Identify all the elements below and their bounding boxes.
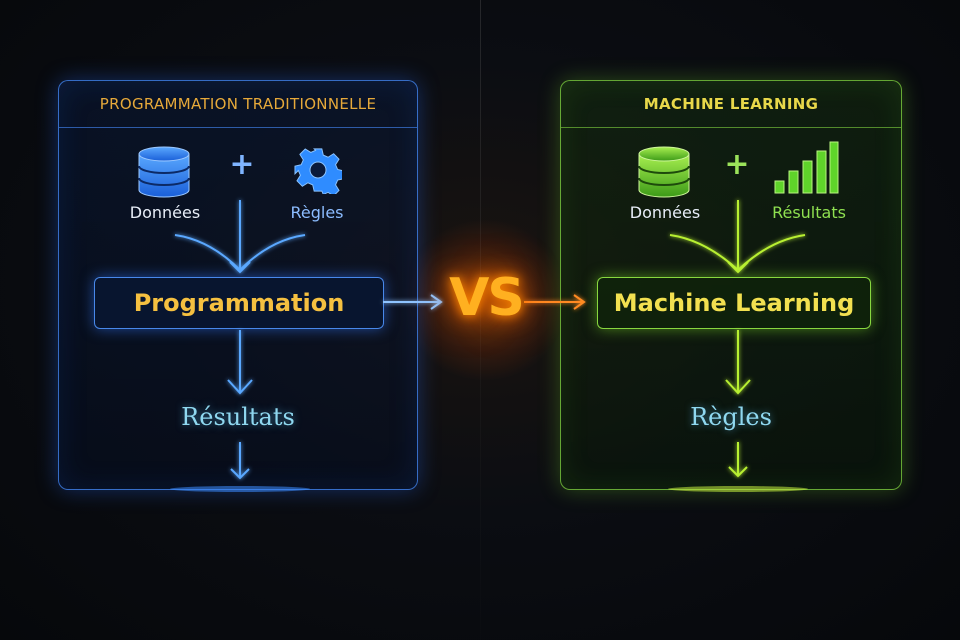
plus-sign: + — [229, 147, 255, 182]
output-label: Règles — [690, 403, 772, 431]
input-label-rules: Règles — [290, 203, 344, 222]
arrowhead — [725, 379, 751, 395]
input-label-results: Résultats — [772, 203, 846, 222]
input-label-data: Données — [629, 203, 701, 222]
vs-label: VS — [449, 268, 525, 328]
vs-glow — [400, 220, 570, 380]
process-box: Machine Learning — [597, 277, 871, 329]
panel-base-glow — [668, 486, 808, 492]
arrowhead — [230, 468, 250, 480]
process-box: Programmation — [94, 277, 384, 329]
merge-curve-right — [737, 234, 806, 271]
center-divider — [480, 0, 481, 640]
output-label: Résultats — [181, 403, 295, 431]
panel-title: PROGRAMMATION TRADITIONNELLE — [59, 81, 417, 128]
database-icon — [636, 144, 692, 204]
arrowhead — [573, 294, 586, 310]
arrowhead — [430, 294, 443, 310]
bar-chart-icon — [773, 141, 839, 199]
merge-curve-right — [239, 234, 306, 271]
panel-title: MACHINE LEARNING — [561, 81, 901, 128]
arrowhead — [727, 261, 749, 274]
input-label-data: Données — [129, 203, 201, 222]
traditional-programming-panel: PROGRAMMATION TRADITIONNELLE + Données R… — [58, 80, 418, 490]
arrowhead — [229, 261, 251, 274]
machine-learning-panel: MACHINE LEARNING + — [560, 80, 902, 490]
database-icon — [136, 144, 192, 204]
arrowhead — [728, 466, 748, 478]
panel-base-glow — [170, 486, 310, 492]
merge-curve-left — [174, 234, 241, 271]
arrowhead — [227, 379, 253, 395]
gear-icon — [294, 146, 345, 198]
plus-sign: + — [724, 147, 750, 182]
merge-curve-left — [669, 234, 739, 271]
